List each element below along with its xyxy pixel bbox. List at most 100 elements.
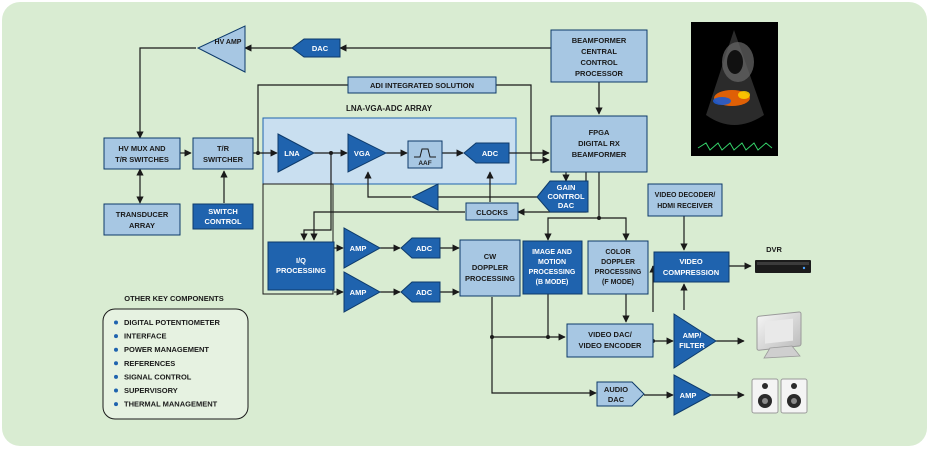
svg-text:PROCESSOR: PROCESSOR <box>575 69 624 78</box>
legend-bullet <box>114 320 118 325</box>
svg-text:ARRAY: ARRAY <box>129 221 155 230</box>
svg-text:AMP: AMP <box>350 288 367 297</box>
video-decoder-hdmi-receiver-block: VIDEO DECODER/ HDMI RECEIVER <box>647 183 723 217</box>
svg-text:COMPRESSION: COMPRESSION <box>663 268 719 277</box>
fpga-digital-rx-beamformer-block: FPGA DIGITAL RX BEAMFORMER <box>550 115 648 173</box>
legend-item: INTERFACE <box>124 332 167 341</box>
svg-text:CONTROL: CONTROL <box>580 58 617 67</box>
svg-text:GAIN: GAIN <box>557 183 576 192</box>
dvr-device: DVR <box>755 245 811 273</box>
svg-text:DVR: DVR <box>766 245 782 254</box>
svg-text:AAF: AAF <box>418 160 431 167</box>
svg-text:PROCESSING: PROCESSING <box>276 266 326 275</box>
adc-array-block: ADC <box>463 142 510 164</box>
svg-text:VIDEO DAC/: VIDEO DAC/ <box>588 330 633 339</box>
svg-text:COLOR: COLOR <box>605 249 630 256</box>
legend-bullet <box>114 374 118 379</box>
svg-text:DOPPLER: DOPPLER <box>601 259 635 266</box>
tr-switcher-block: T/R SWITCHER <box>192 137 254 170</box>
legend-item: SIGNAL CONTROL <box>124 372 192 381</box>
svg-text:DAC: DAC <box>312 44 329 53</box>
legend-item: POWER MANAGEMENT <box>124 345 209 354</box>
color-doppler-processing-block: COLOR DOPPLER PROCESSING (F MODE) <box>587 240 649 295</box>
svg-text:VIDEO DECODER/: VIDEO DECODER/ <box>655 192 716 199</box>
audio-dac-block: AUDIO DAC <box>596 381 645 407</box>
legend-item: SUPERVISORY <box>124 386 178 395</box>
svg-text:HDMI RECEIVER: HDMI RECEIVER <box>657 203 713 210</box>
svg-text:BEAMFORMER: BEAMFORMER <box>572 36 627 45</box>
svg-text:DIGITAL RX: DIGITAL RX <box>578 139 620 148</box>
svg-text:ADI INTEGRATED SOLUTION: ADI INTEGRATED SOLUTION <box>370 81 474 90</box>
ultrasound-image <box>691 22 778 156</box>
adi-integrated-solution-label: ADI INTEGRATED SOLUTION <box>347 76 497 94</box>
svg-text:AUDIO: AUDIO <box>604 385 628 394</box>
svg-text:CLOCKS: CLOCKS <box>476 208 508 217</box>
amp-2-block: AMP <box>343 271 382 313</box>
video-dac-encoder-block: VIDEO DAC/ VIDEO ENCODER <box>566 323 654 358</box>
other-components-legend: OTHER KEY COMPONENTS DIGITAL POTENTIOMET… <box>102 294 249 420</box>
legend-bullet <box>114 402 118 407</box>
legend-item: THERMAL MANAGEMENT <box>124 400 218 409</box>
svg-text:OTHER KEY COMPONENTS: OTHER KEY COMPONENTS <box>124 294 223 303</box>
svg-text:PROCESSING: PROCESSING <box>465 274 515 283</box>
svg-text:TRANSDUCER: TRANSDUCER <box>116 210 169 219</box>
speakers-icon <box>751 378 808 414</box>
svg-text:SWITCH: SWITCH <box>208 207 238 216</box>
adi-integrated-region <box>262 183 334 295</box>
svg-text:FPGA: FPGA <box>589 128 610 137</box>
legend-bullet <box>114 334 118 339</box>
svg-text:VGA: VGA <box>354 149 371 158</box>
svg-text:CONTROL: CONTROL <box>547 192 584 201</box>
iq-processing-block: I/Q PROCESSING <box>267 241 335 291</box>
transducer-array-block: TRANSDUCER ARRAY <box>103 203 181 236</box>
svg-text:FILTER: FILTER <box>679 341 705 350</box>
svg-text:VIDEO: VIDEO <box>679 257 703 266</box>
svg-text:PROCESSING: PROCESSING <box>595 269 642 276</box>
adc-2-block: ADC <box>400 281 441 303</box>
svg-text:DAC: DAC <box>558 201 575 210</box>
lna-vga-adc-array-label: LNA-VGA-ADC ARRAY <box>346 104 433 113</box>
connection-lines <box>136 44 752 399</box>
video-compression-block: VIDEO COMPRESSION <box>653 251 730 283</box>
svg-text:BEAMFORMER: BEAMFORMER <box>572 150 627 159</box>
svg-text:PROCESSING: PROCESSING <box>529 269 576 276</box>
svg-text:ADC: ADC <box>482 149 499 158</box>
clocks-block: CLOCKS <box>465 202 519 221</box>
svg-text:AMP: AMP <box>680 391 697 400</box>
legend-bullet <box>114 347 118 352</box>
legend-bullet <box>114 388 118 393</box>
cw-doppler-processing-block: CW DOPPLER PROCESSING <box>459 239 521 297</box>
monitor-icon <box>756 311 802 359</box>
svg-text:MOTION: MOTION <box>538 259 566 266</box>
gain-control-dac-block: GAIN CONTROL DAC <box>536 180 589 213</box>
svg-text:T/R SWITCHES: T/R SWITCHES <box>115 155 169 164</box>
svg-text:T/R: T/R <box>217 144 230 153</box>
switch-control-block: SWITCH CONTROL <box>192 203 254 230</box>
svg-text:CENTRAL: CENTRAL <box>581 47 617 56</box>
svg-text:AMP: AMP <box>350 244 367 253</box>
svg-text:HV MUX AND: HV MUX AND <box>118 144 166 153</box>
svg-text:VIDEO ENCODER: VIDEO ENCODER <box>579 341 643 350</box>
svg-text:ADC: ADC <box>416 244 433 253</box>
vga-block: VGA <box>347 133 388 173</box>
svg-text:HV AMP: HV AMP <box>215 39 242 46</box>
adc-1-block: ADC <box>400 237 441 259</box>
beamformer-central-control-processor-block: BEAMFORMER CENTRAL CONTROL PROCESSOR <box>550 29 648 83</box>
aaf-block: AAF <box>407 140 443 169</box>
svg-text:ADC: ADC <box>416 288 433 297</box>
svg-text:CONTROL: CONTROL <box>204 217 241 226</box>
svg-text:AMP/: AMP/ <box>683 331 703 340</box>
legend-item: DIGITAL POTENTIOMETER <box>124 318 221 327</box>
svg-text:I/Q: I/Q <box>296 256 306 265</box>
svg-text:(B MODE): (B MODE) <box>536 279 569 286</box>
audio-amp-block: AMP <box>673 374 713 416</box>
svg-text:IMAGE AND: IMAGE AND <box>532 249 572 256</box>
hv-amp-block: HV AMP <box>196 25 246 73</box>
svg-text:LNA: LNA <box>284 149 300 158</box>
svg-text:(F MODE): (F MODE) <box>602 279 634 286</box>
lna-block: LNA <box>277 133 316 173</box>
gain-buffer-triangle <box>410 183 439 211</box>
hv-mux-block: HV MUX AND T/R SWITCHES <box>103 137 181 170</box>
svg-text:SWITCHER: SWITCHER <box>203 155 244 164</box>
